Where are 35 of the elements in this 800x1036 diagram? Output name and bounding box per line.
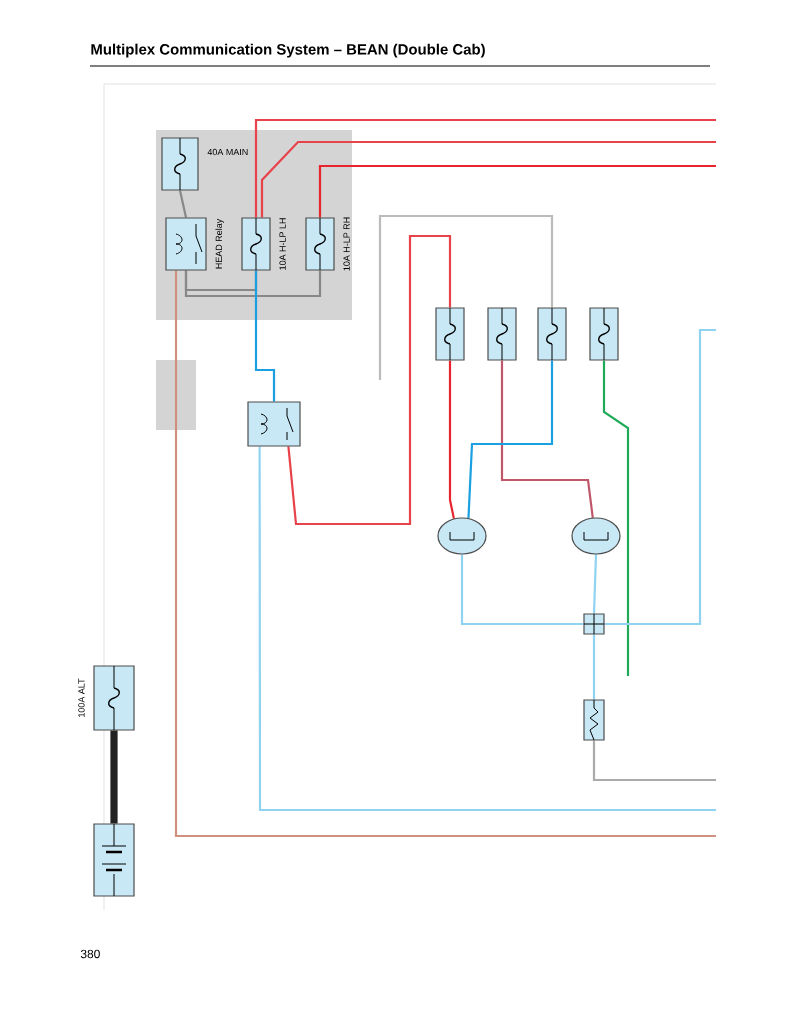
resistor-symbol [583,699,605,741]
fuse-symbol [161,137,199,191]
fuse-symbol [537,307,567,361]
wire [592,554,598,614]
wire [260,140,716,218]
relay-symbol [247,401,301,447]
wire [602,360,630,676]
headlight-symbol [571,517,621,555]
relay-symbol [165,217,207,271]
wire [287,234,452,526]
wire [318,164,716,218]
battery-symbol [93,823,135,897]
wire [178,190,188,218]
fuse-symbol [589,307,619,361]
wire [174,270,716,838]
wire [460,554,584,626]
fuse-symbol [93,665,135,731]
wire [467,360,554,519]
wire [378,214,554,380]
wire [254,118,716,218]
fuse-symbol [241,217,271,271]
fuse-symbol [305,217,335,271]
wire [110,730,118,824]
fuse-symbol [487,307,517,361]
wire [500,360,594,518]
wire [254,270,276,402]
wire [592,634,596,700]
wire [604,328,716,626]
headlight-symbol [437,517,487,555]
wire [184,270,322,298]
junction-connector [583,613,605,635]
wire [448,360,455,519]
wire [258,446,716,812]
fuse-symbol [435,307,465,361]
wire [592,740,716,782]
